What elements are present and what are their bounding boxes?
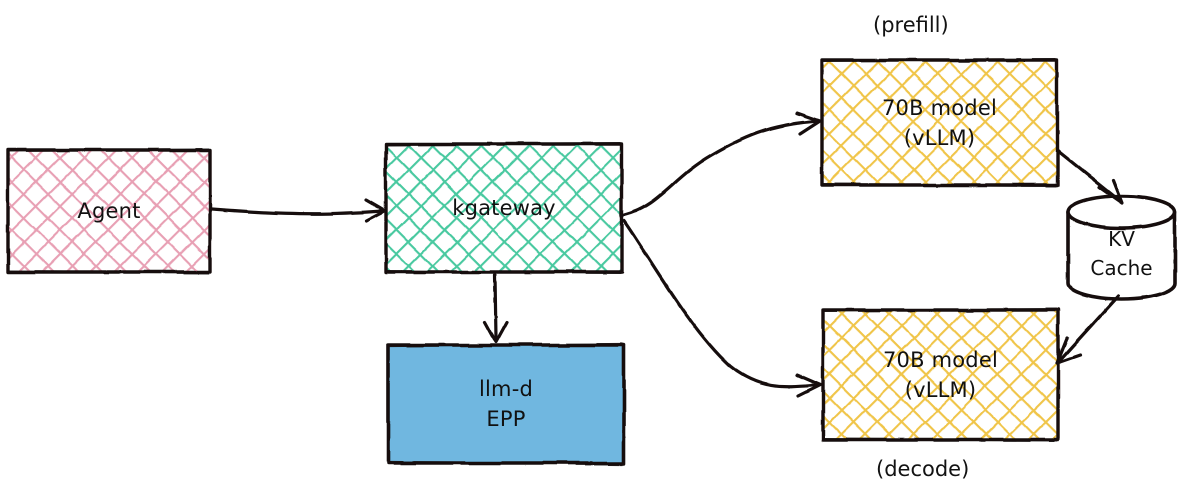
model-decode-box-sketch-bottom bbox=[823, 437, 1058, 443]
edge-kvcache-to-decode-line bbox=[1058, 294, 1120, 362]
decode-caption-text: (decode) bbox=[876, 457, 970, 481]
model-decode-box-fill bbox=[823, 310, 1058, 440]
edge-kgateway-to-decode-arrowhead bbox=[795, 373, 822, 398]
llmd-epp-box-sketch-bottom bbox=[388, 460, 624, 466]
model-prefill-box-sketch-bottom bbox=[822, 182, 1057, 188]
edge-agent-to-kgateway-line bbox=[210, 207, 385, 216]
edge-kvcache-to-decode bbox=[1055, 294, 1120, 365]
decode-caption: (decode) bbox=[876, 456, 969, 482]
agent-box-sketch-bottom bbox=[8, 269, 210, 275]
edge-agent-to-kgateway-arrowhead bbox=[364, 198, 387, 223]
agent-box-sketch-top bbox=[8, 147, 210, 153]
llmd-epp-box-fill bbox=[388, 345, 624, 463]
kv-cache-label-line1: KV bbox=[1108, 227, 1135, 251]
edge-kgateway-to-epp bbox=[483, 273, 509, 344]
model-prefill-box-fill bbox=[822, 60, 1057, 185]
edge-agent-to-kgateway bbox=[210, 198, 387, 223]
llmd-epp-box-sketch-top bbox=[388, 342, 624, 348]
edge-prefill-to-kvcache bbox=[1056, 149, 1124, 205]
edge-kgateway-to-decode bbox=[622, 219, 822, 398]
kv-cache-label-line2: Cache bbox=[1090, 256, 1153, 280]
kgateway-box-sketch-bottom bbox=[386, 269, 622, 275]
edge-kgateway-to-decode-line bbox=[622, 219, 820, 389]
edge-kgateway-to-prefill bbox=[622, 111, 822, 217]
model-prefill-box-sketch-top bbox=[822, 57, 1057, 63]
prefill-caption: (prefill) bbox=[873, 12, 949, 38]
edge-prefill-to-kvcache-line bbox=[1056, 149, 1121, 202]
agent-box-fill bbox=[8, 150, 210, 272]
edge-kgateway-to-epp-line bbox=[493, 273, 498, 340]
edge-kvcache-to-decode-arrowhead bbox=[1055, 336, 1082, 365]
kv-cache-cylinder-top bbox=[1066, 194, 1177, 230]
edge-kgateway-to-epp-arrowhead bbox=[483, 320, 509, 344]
kgateway-box-sketch-top bbox=[386, 141, 622, 147]
kv-cache-cylinder-body bbox=[1066, 210, 1177, 301]
kv-cache-label-wrap: KV Cache bbox=[1068, 218, 1175, 290]
edge-kgateway-to-prefill-line bbox=[622, 119, 820, 217]
edge-prefill-to-kvcache-arrowhead bbox=[1097, 178, 1124, 205]
kgateway-box-fill bbox=[386, 144, 622, 272]
prefill-caption-text: (prefill) bbox=[873, 13, 949, 37]
edge-kgateway-to-prefill-arrowhead bbox=[795, 111, 822, 136]
model-decode-box-sketch-top bbox=[823, 307, 1058, 313]
